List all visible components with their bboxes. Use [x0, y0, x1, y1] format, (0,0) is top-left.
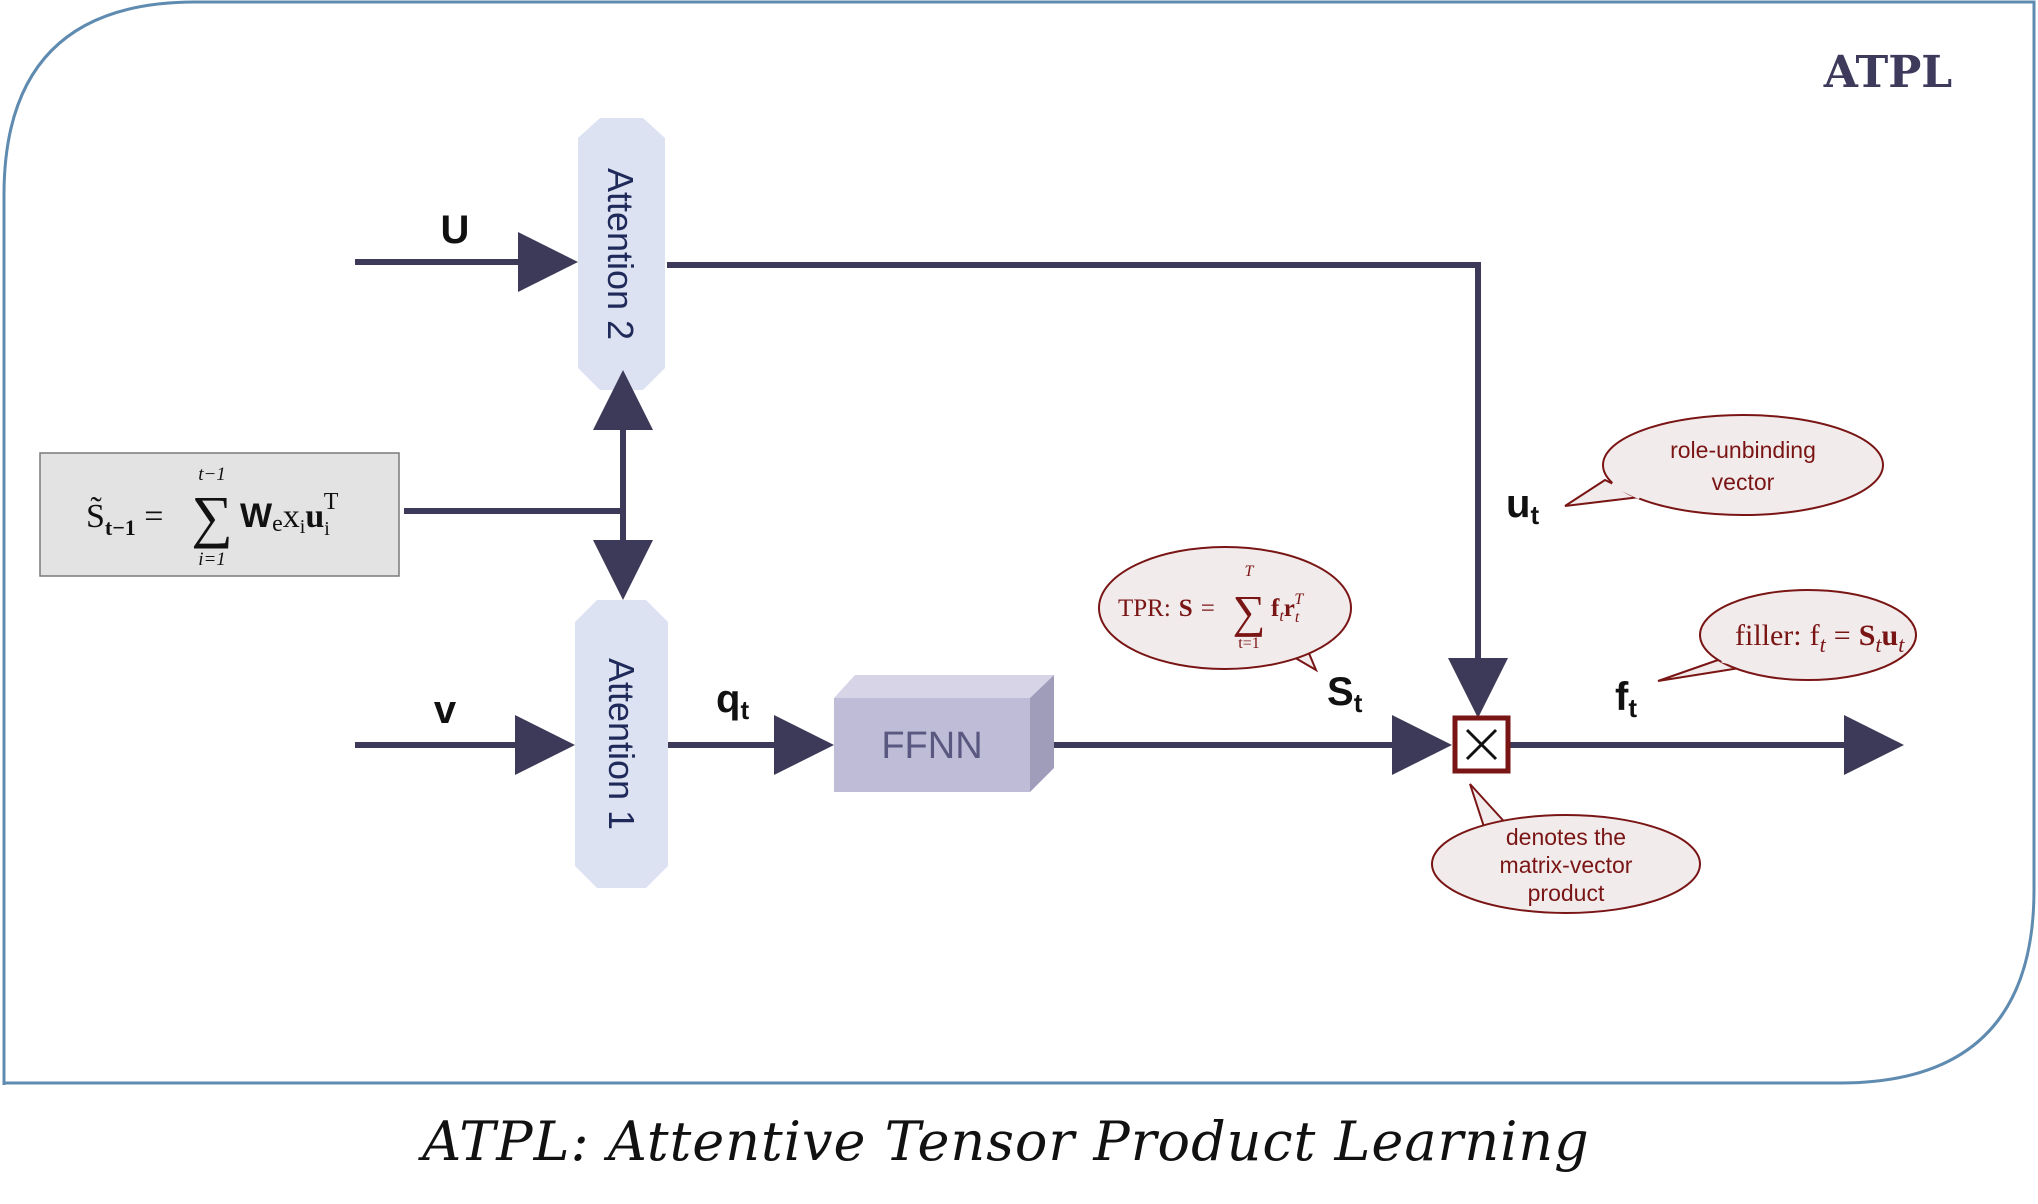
state-formula-box: S̃t−1 = ∑ t−1 i=1 WexiuiT [39, 452, 400, 577]
callout-role-line1: role-unbinding [1670, 437, 1816, 463]
svg-text:ftrtT: ftrtT [1271, 591, 1304, 626]
state-x: x [283, 498, 300, 535]
attention-2-block: Attention 2 [578, 118, 665, 390]
tpr-f-sub: t [1279, 608, 1284, 625]
state-u-sup: T [324, 489, 339, 515]
state-lhs-sub: t−1 [105, 515, 136, 540]
matrix-vector-product-operator [1452, 715, 1511, 774]
tpr-r-sub: t [1295, 609, 1300, 626]
attention-1-block: Attention 1 [575, 600, 668, 888]
state-w: W [240, 497, 273, 535]
svg-text:filler:ft=Stut: filler:ft=Stut [1735, 619, 1905, 657]
filler-u: u [1882, 619, 1899, 652]
state-eq: = [144, 498, 163, 535]
connectors [355, 232, 1904, 775]
corner-title: ATPL [1823, 47, 1953, 98]
callout-product: denotes the matrix-vector product [1431, 783, 1701, 914]
tpr-f: f [1271, 595, 1280, 622]
outer-frame [2, 0, 2036, 1085]
ffnn-block: FFNN [834, 675, 1054, 792]
input-u-label: U [441, 208, 470, 252]
state-w-sub: e [272, 511, 283, 537]
tpr-r: r [1284, 595, 1295, 622]
tpr-s: S [1179, 595, 1193, 622]
signal-q-sub: t [740, 695, 749, 725]
callout-product-line2: matrix-vector [1500, 852, 1633, 878]
svg-text:qt: qt [716, 677, 749, 725]
filler-f: f [1810, 619, 1820, 652]
filler-eq: = [1834, 619, 1851, 652]
attention-1-label: Attention 1 [601, 658, 642, 830]
tpr-r-sup: T [1294, 591, 1304, 608]
ffnn-label: FFNN [881, 725, 982, 767]
svg-text:ut: ut [1506, 482, 1539, 530]
signal-q-label: q [716, 677, 740, 721]
callout-role-unbinding: role-unbinding vector [1564, 414, 1884, 516]
svg-text:TPR:S=: TPR: S = [1118, 595, 1215, 622]
filler-s-sub: t [1875, 632, 1882, 657]
input-v-label: v [434, 688, 457, 732]
callout-product-line3: product [1528, 880, 1605, 906]
state-lhs: S̃ [86, 496, 105, 535]
svg-text:S̃t−1 =: S̃t−1 = [86, 496, 163, 540]
svg-text:St: St [1327, 670, 1363, 718]
filler-u-sub: t [1898, 632, 1905, 657]
signal-u-label: u [1506, 482, 1530, 526]
filler-prefix: filler: [1735, 619, 1802, 652]
svg-text:ft: ft [1615, 675, 1637, 723]
state-u: u [305, 498, 324, 535]
callout-tpr: TPR:S= ∑ T t=1 ftrtT [1098, 546, 1352, 673]
signal-f-sub: t [1628, 693, 1637, 723]
arrow-attention2-to-product [667, 262, 1508, 718]
signal-u-sub: t [1530, 500, 1539, 530]
signal-s-sub: t [1354, 688, 1363, 718]
filler-f-sub: t [1820, 632, 1827, 657]
state-sum-top: t−1 [198, 464, 226, 485]
tpr-sum-top: T [1245, 563, 1255, 580]
filler-s: S [1859, 619, 1876, 652]
tpr-prefix: TPR: [1118, 595, 1171, 622]
callout-filler: filler:ft=Stut [1657, 589, 1917, 682]
signal-f-label: f [1615, 675, 1629, 719]
callout-product-line1: denotes the [1506, 824, 1626, 850]
state-sum-bottom: i=1 [198, 549, 226, 570]
tpr-sum-symbol: ∑ [1233, 586, 1266, 637]
figure-caption: ATPL: Attentive Tensor Product Learning [417, 1110, 1590, 1173]
attention-2-label: Attention 2 [600, 168, 641, 340]
callout-role-line2: vector [1712, 469, 1775, 495]
state-sum-symbol: ∑ [191, 484, 232, 549]
svg-text:WexiuiT: WexiuiT [240, 489, 339, 540]
state-x-sub: i [300, 516, 306, 538]
tpr-eq: = [1201, 595, 1215, 622]
state-u-sub: i [324, 518, 330, 540]
signal-s-label: S [1327, 670, 1354, 714]
tpr-sum-bottom: t=1 [1238, 635, 1259, 652]
